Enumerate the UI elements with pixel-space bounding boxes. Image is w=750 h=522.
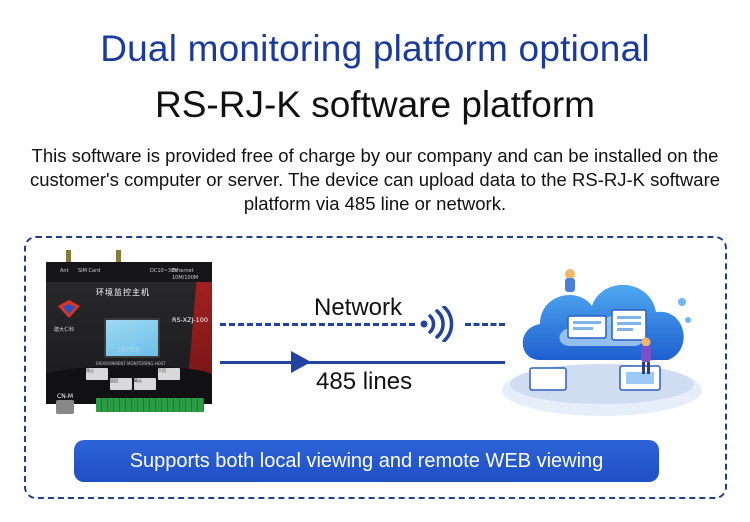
device-port-label: Ethernet (172, 268, 194, 274)
feature-banner: Supports both local viewing and remote W… (74, 440, 659, 482)
diagram-frame (24, 236, 727, 499)
device-button: 确认 (134, 378, 156, 390)
network-link-line (465, 323, 505, 326)
rs485-link-line (220, 361, 505, 364)
page-title: Dual monitoring platform optional (100, 28, 650, 69)
network-label: Network (314, 294, 403, 321)
arrow-right-icon (291, 351, 311, 373)
monitoring-host-device: Ant SIM Card DC10~30V Ethernet 10M/100M … (46, 262, 212, 404)
antenna-icon (116, 250, 121, 264)
device-button: 下页 (158, 368, 180, 380)
connector-label: CN-M (57, 393, 74, 400)
device-button: 停止 (86, 368, 108, 380)
device-port-label: 10M/100M (172, 275, 199, 281)
terminal-block (96, 398, 204, 412)
antenna-icon (66, 250, 71, 264)
wireless-signal-icon (420, 306, 454, 342)
description-text: This software is provided free of charge… (29, 145, 721, 214)
brand-logo-icon (58, 300, 80, 318)
device-model: RS-XZJ-100 (172, 316, 209, 324)
device-panel-label: ENVIRONMENT MONITORING HOST (96, 361, 166, 366)
network-link-line (220, 323, 415, 326)
cloud-platform-icon (502, 269, 702, 416)
device-port-label: SIM Card (78, 268, 101, 274)
device-port-label: DC10~30V (150, 268, 178, 274)
page-subtitle: RS-RJ-K software platform (155, 84, 595, 125)
rs485-label: 485 lines (316, 368, 413, 395)
feature-banner-text: Supports both local viewing and remote W… (129, 449, 604, 472)
device-title: 环境监控主机 (96, 288, 150, 297)
device-lcd-screen (104, 318, 160, 358)
device-watermark: renke (118, 344, 141, 354)
device-connector (56, 400, 74, 414)
device-top-panel: Ant SIM Card DC10~30V Ethernet 10M/100M (46, 262, 212, 282)
device-port-label: Ant (60, 268, 69, 274)
device-brand: 建大仁科 (54, 327, 75, 333)
device-button: 返回 (110, 378, 132, 390)
